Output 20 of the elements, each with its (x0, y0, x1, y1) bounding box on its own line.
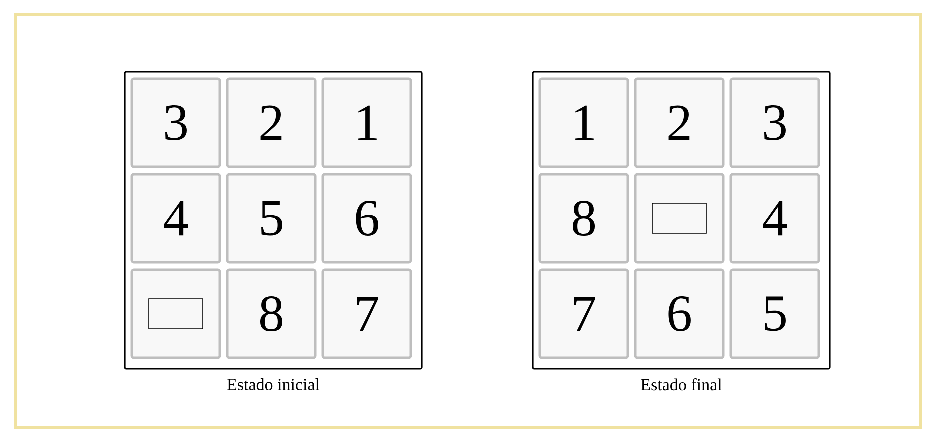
number-tile: 2 (634, 78, 725, 168)
number-tile: 5 (730, 268, 820, 360)
empty-tile (130, 268, 222, 360)
number-tile: 3 (130, 78, 222, 168)
board-label: Estado final (641, 378, 722, 391)
number-tile: 4 (730, 173, 820, 264)
number-tile: 5 (226, 173, 317, 264)
number-tile: 1 (322, 78, 412, 168)
number-tile: 8 (226, 268, 317, 360)
number-tile: 2 (226, 78, 317, 168)
number-tile: 3 (730, 78, 820, 168)
number-tile: 7 (322, 268, 412, 360)
number-tile: 6 (322, 173, 412, 264)
number-tile: 4 (130, 173, 222, 264)
number-tile: 6 (634, 268, 725, 360)
number-tile: 1 (538, 78, 630, 168)
board-label: Estado inicial (228, 378, 320, 390)
empty-tile (634, 173, 725, 264)
number-tile: 8 (538, 173, 630, 264)
number-tile: 7 (538, 268, 630, 360)
